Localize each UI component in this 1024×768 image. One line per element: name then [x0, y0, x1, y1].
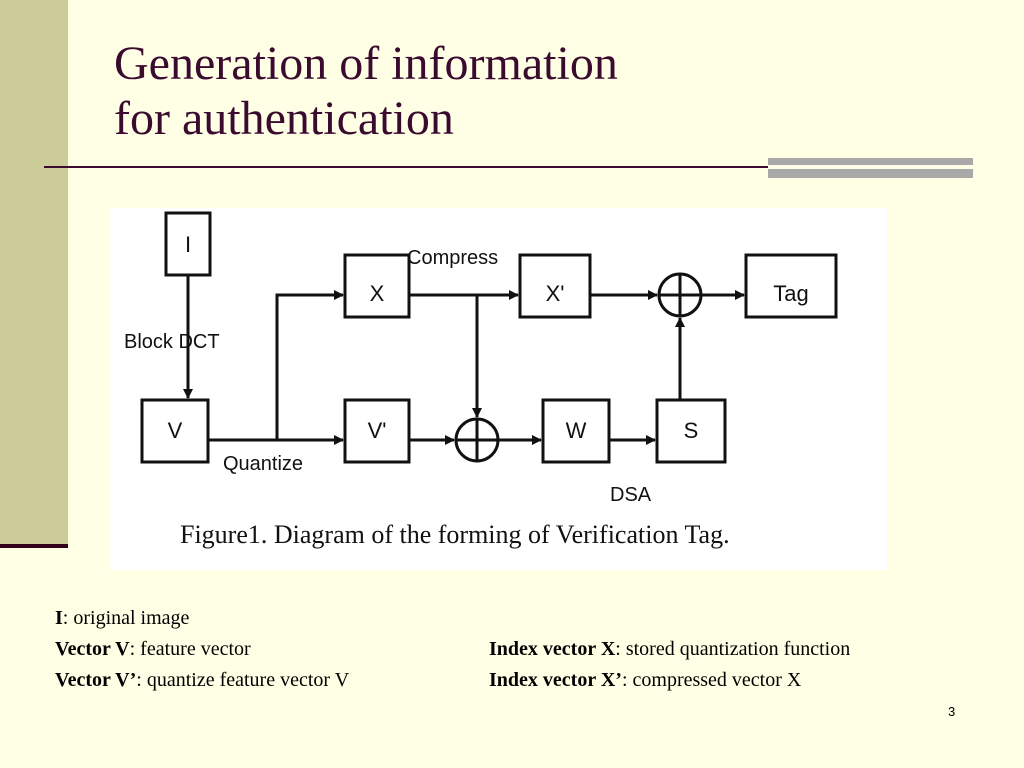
compress-label: Compress	[407, 247, 498, 269]
xor-circle-bottom	[454, 417, 500, 463]
legend-row-1: I: original image	[55, 603, 1005, 634]
node-x-prime-label: X'	[546, 281, 565, 306]
block-dct-label: Block DCT	[124, 331, 220, 353]
legend-i-desc: : original image	[62, 607, 190, 629]
slide-title: Generation of information for authentica…	[114, 36, 914, 146]
node-tag-box	[744, 253, 838, 319]
node-w-box	[541, 398, 611, 464]
legend-vp-desc: : quantize feature vector V	[136, 669, 350, 691]
node-w-label: W	[566, 418, 587, 443]
figure-caption: Figure1. Diagram of the forming of Verif…	[180, 520, 730, 549]
edge-v-to-x	[208, 290, 344, 442]
legend-row-3: Vector V’: quantize feature vector V Ind…	[55, 665, 1005, 696]
node-x-box	[343, 253, 411, 319]
quantize-label: Quantize	[223, 453, 303, 475]
node-v-label: V	[168, 418, 183, 443]
legend-i-term: I	[55, 607, 63, 629]
legend-xp-term: Index vector X’	[489, 669, 622, 691]
title-line-1: Generation of information	[114, 37, 618, 90]
title-line-2: for authentication	[114, 92, 454, 145]
page-number: 3	[948, 704, 956, 719]
node-v-prime-box	[343, 398, 411, 464]
legend: I: original image Vector V: feature vect…	[55, 603, 1005, 696]
title-divider-accent	[768, 158, 973, 178]
legend-vp-term: Vector V’	[55, 669, 137, 691]
node-s-label: S	[684, 418, 699, 443]
node-x-label: X	[370, 281, 385, 306]
xor-circle-top	[657, 272, 703, 318]
legend-x-desc: : stored quantization function	[615, 638, 851, 660]
legend-xp-desc: : compressed vector X	[621, 669, 802, 691]
legend-row-2: Vector V: feature vector Index vector X:…	[55, 634, 1005, 665]
title-divider	[44, 166, 768, 168]
node-v-box	[140, 398, 210, 464]
sidebar-footer-bar	[0, 544, 68, 548]
node-x-prime-box	[518, 253, 592, 319]
dsa-label: DSA	[610, 484, 652, 506]
node-tag-label: Tag	[773, 281, 808, 306]
diagram-svg: I X X' Tag V V' W S Compress Block DCT Q…	[124, 211, 838, 549]
node-s-box	[655, 398, 727, 464]
diagram-figure: I X X' Tag V V' W S Compress Block DCT Q…	[110, 208, 887, 570]
legend-v-term: Vector V	[55, 638, 130, 660]
node-i-label: I	[185, 232, 191, 257]
legend-x-term: Index vector X	[489, 638, 616, 660]
sidebar-strip	[0, 0, 68, 544]
node-v-prime-label: V'	[368, 418, 387, 443]
legend-v-desc: : feature vector	[129, 638, 251, 660]
